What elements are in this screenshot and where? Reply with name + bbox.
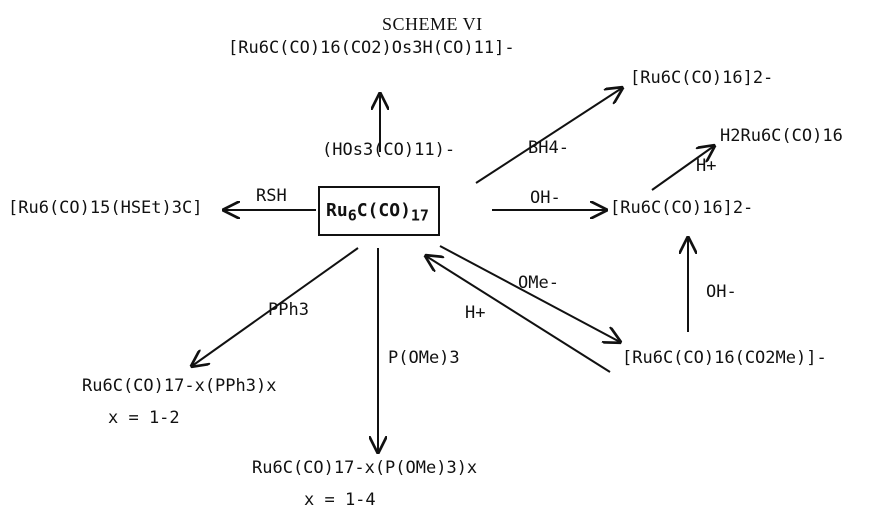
center-compound-box	[318, 186, 440, 236]
reagent-bh4: BH4-	[528, 138, 569, 158]
arrow-to-hydride	[651, 146, 714, 191]
arrow-h-plus-back	[426, 256, 611, 373]
reagent-ome: OMe-	[518, 273, 559, 293]
center-compound: Ru6C(CO)17	[326, 200, 429, 225]
arrow-ome	[439, 245, 620, 342]
pph3-product: Ru6C(CO)17-x(PPh3)x	[82, 376, 277, 396]
pome-product: Ru6C(CO)17-x(P(OMe)3)x	[252, 458, 478, 478]
reagent-pome: P(OMe)3	[388, 348, 460, 368]
arrow-pph3	[192, 247, 359, 366]
left-product: [Ru6(CO)15(HSEt)3C]	[8, 198, 203, 218]
reagent-hos: (HOs3(CO)11)-	[322, 140, 456, 160]
reagent-oh-up: OH-	[706, 282, 737, 302]
ester-anion: [Ru6C(CO)16(CO2Me)]-	[622, 348, 827, 368]
reagent-h-plus-mid: H+	[465, 303, 486, 323]
scheme-title: SCHEME VI	[382, 14, 483, 34]
mid-right-dianion: [Ru6C(CO)16]2-	[610, 198, 754, 218]
pome-product-range: x = 1-4	[304, 490, 376, 510]
top-product: [Ru6C(CO)16(CO2)Os3H(CO)11]-	[228, 38, 515, 58]
reagent-pph3: PPh3	[268, 300, 309, 320]
reagent-h-plus-top: H+	[696, 156, 717, 176]
arrow-to-upper-dianion	[475, 88, 622, 184]
reagent-rsh: RSH	[256, 186, 287, 206]
hydride-product: H2Ru6C(CO)16	[720, 126, 843, 146]
reagent-oh-right: OH-	[530, 188, 561, 208]
pph3-product-range: x = 1-2	[108, 408, 180, 428]
upper-right-dianion: [Ru6C(CO)16]2-	[630, 68, 774, 88]
